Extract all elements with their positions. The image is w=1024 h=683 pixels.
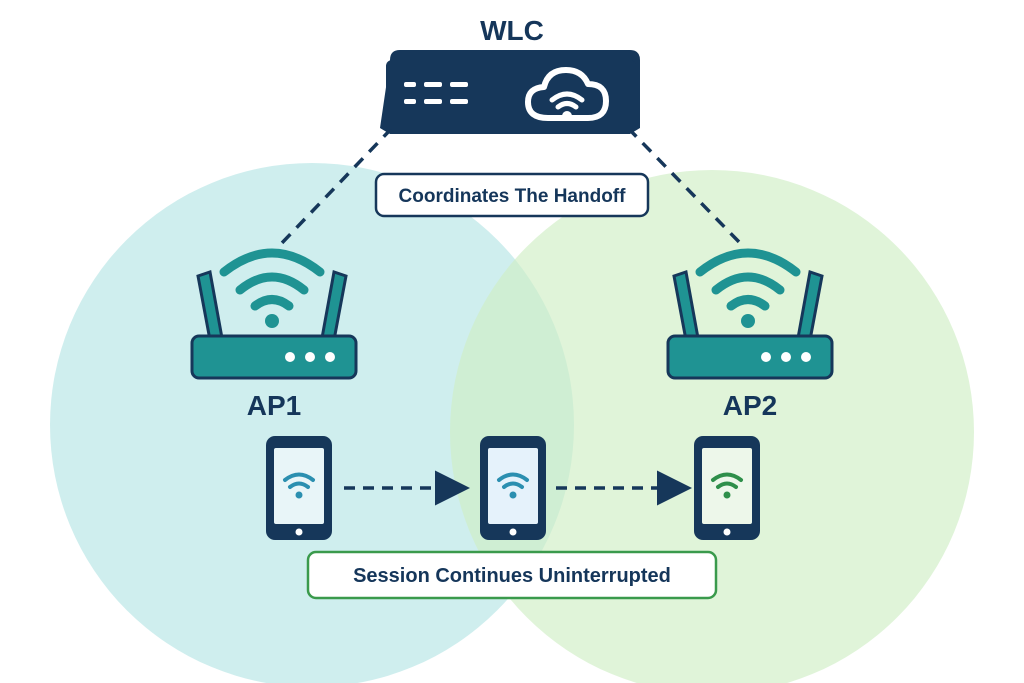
controller-status-lights xyxy=(404,82,468,104)
cloud-wifi-icon xyxy=(525,67,609,121)
wifi-signal-icon xyxy=(711,472,743,489)
phone-2 xyxy=(480,436,546,540)
wifi-signal-icon xyxy=(497,472,529,489)
controller-device xyxy=(380,50,640,134)
ap2-coverage-area xyxy=(450,170,974,683)
handoff-callout: Coordinates The Handoff xyxy=(374,172,650,218)
access-point-ap1: AP1 xyxy=(190,248,358,421)
ap1-label: AP1 xyxy=(247,390,301,421)
session-callout: Session Continues Uninterrupted xyxy=(306,550,718,600)
link-wlc-ap1 xyxy=(278,126,394,247)
session-callout-text: Session Continues Uninterrupted xyxy=(353,565,671,587)
wifi-signal-icon xyxy=(283,472,315,489)
phone-3 xyxy=(694,436,760,540)
wifi-signal-icon xyxy=(695,248,801,311)
controller-title: WLC xyxy=(480,15,544,46)
link-wlc-ap2 xyxy=(626,126,744,247)
handoff-callout-text: Coordinates The Handoff xyxy=(399,186,627,207)
ap2-label: AP2 xyxy=(723,390,777,421)
phone-1 xyxy=(266,436,332,540)
wifi-signal-icon xyxy=(219,248,325,311)
access-point-ap2: AP2 xyxy=(666,248,834,421)
